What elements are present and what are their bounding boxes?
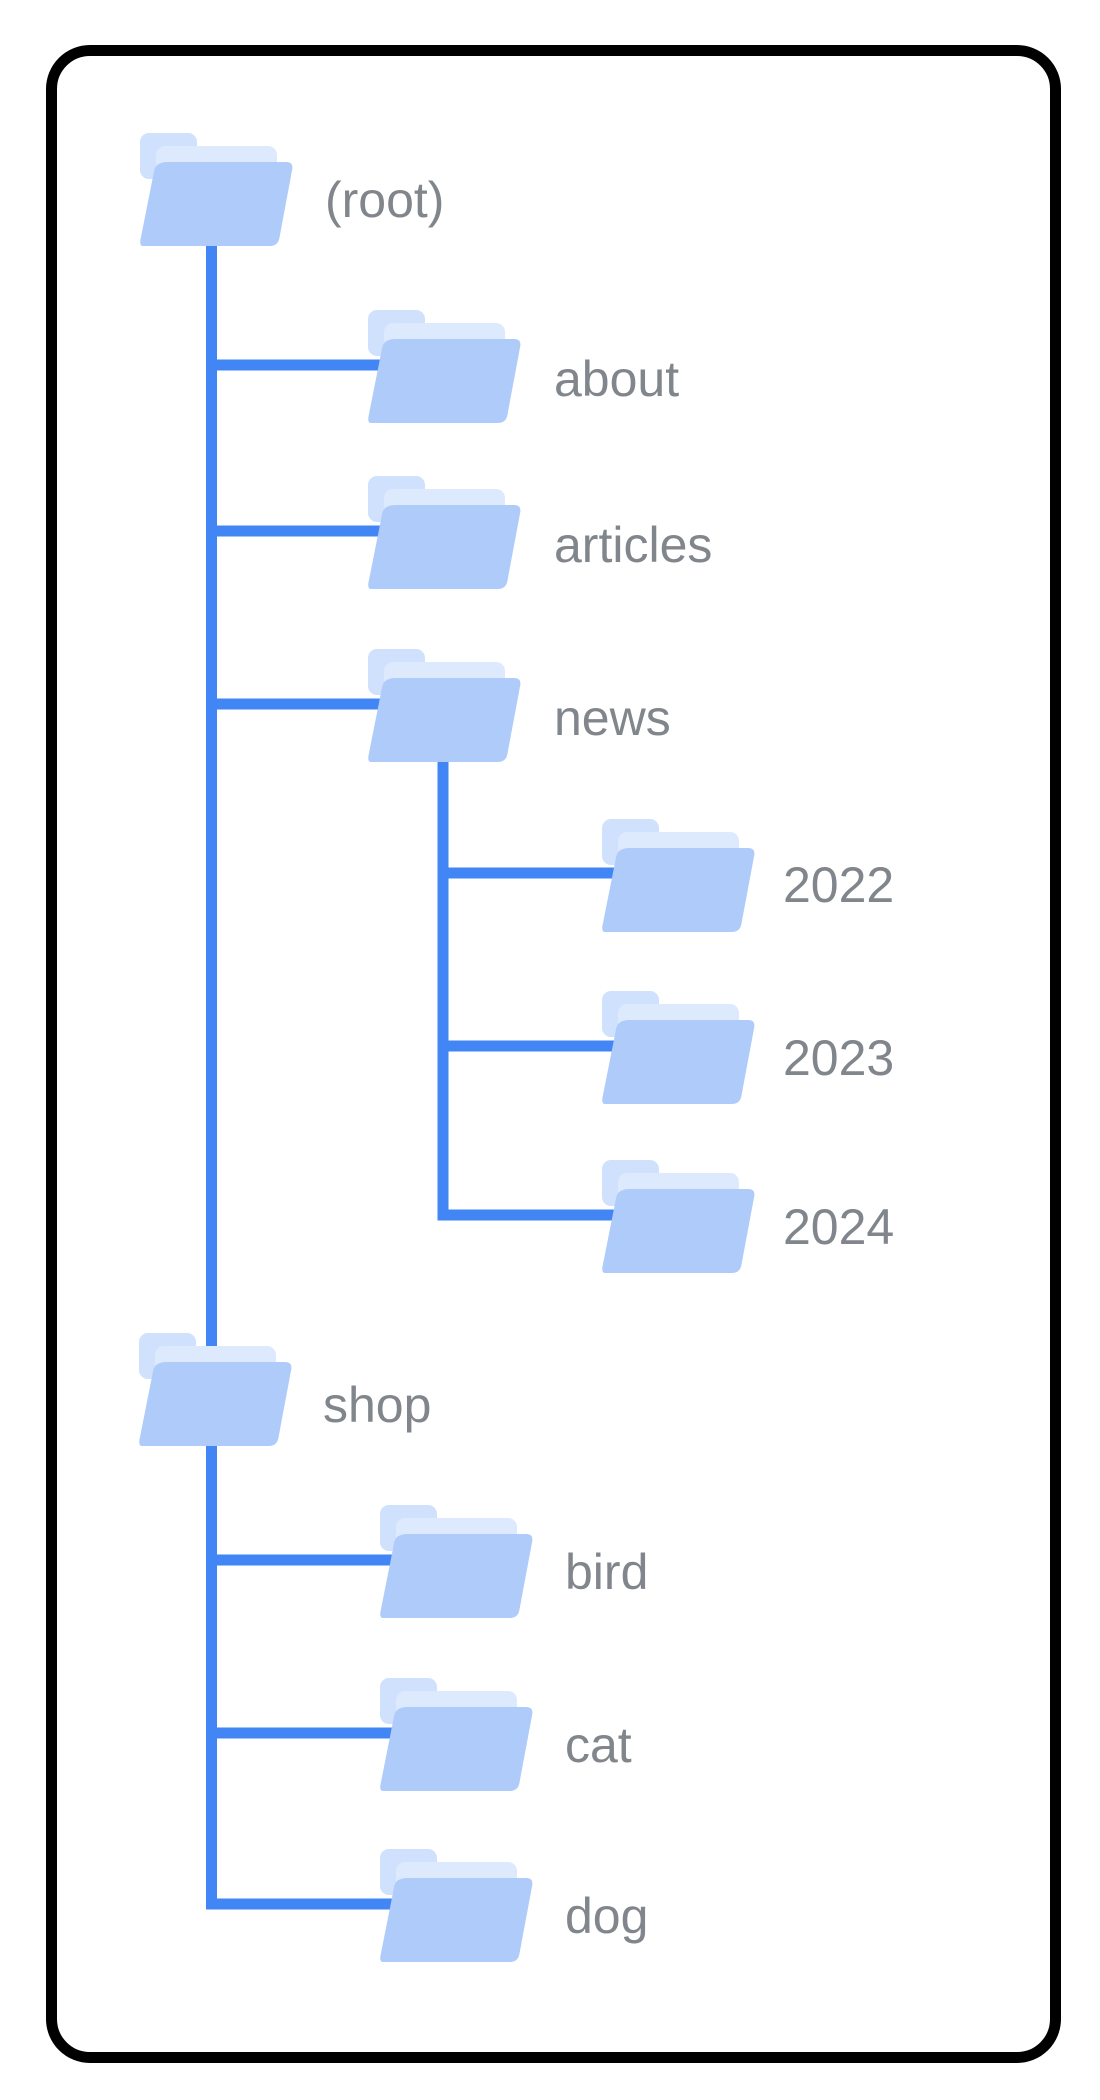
folder-icon-2022: [602, 819, 755, 932]
folder-label-2022: 2022: [783, 857, 895, 913]
folder-label-cat: cat: [565, 1717, 632, 1773]
folder-label-root: (root): [325, 172, 445, 228]
folder-icon-about: [368, 310, 521, 423]
folder-node-2022: [602, 819, 755, 932]
folder-node-news: [368, 649, 521, 762]
folder-node-articles: [368, 476, 521, 589]
connector-news-trunk-and-2024: [437, 700, 650, 1221]
folder-node-about: [368, 310, 521, 423]
folder-icon-dog: [380, 1849, 533, 1962]
folder-label-bird: bird: [565, 1544, 649, 1600]
folder-label-shop: shop: [323, 1377, 432, 1433]
folder-label-2023: 2023: [783, 1030, 895, 1086]
folder-node-root: [140, 133, 293, 246]
folder-icon-2023: [602, 991, 755, 1104]
folder-icon-shop: [139, 1333, 292, 1446]
folder-node-dog: [380, 1849, 533, 1962]
connector-main-trunk-and-dog: [206, 200, 431, 1910]
folder-node-bird: [380, 1505, 533, 1618]
folder-icon-root: [140, 133, 293, 246]
folder-node-shop: [139, 1333, 292, 1446]
folder-label-about: about: [554, 351, 680, 407]
folder-node-2023: [602, 991, 755, 1104]
folder-label-articles: articles: [554, 517, 713, 573]
folder-icon-cat: [380, 1678, 533, 1791]
folder-icon-bird: [380, 1505, 533, 1618]
folder-label-2024: 2024: [783, 1199, 895, 1255]
folder-icon-2024: [602, 1160, 755, 1273]
folder-icon-articles: [368, 476, 521, 589]
folder-label-dog: dog: [565, 1888, 649, 1944]
folder-label-news: news: [554, 690, 671, 746]
folder-node-2024: [602, 1160, 755, 1273]
folder-node-cat: [380, 1678, 533, 1791]
folder-icon-news: [368, 649, 521, 762]
